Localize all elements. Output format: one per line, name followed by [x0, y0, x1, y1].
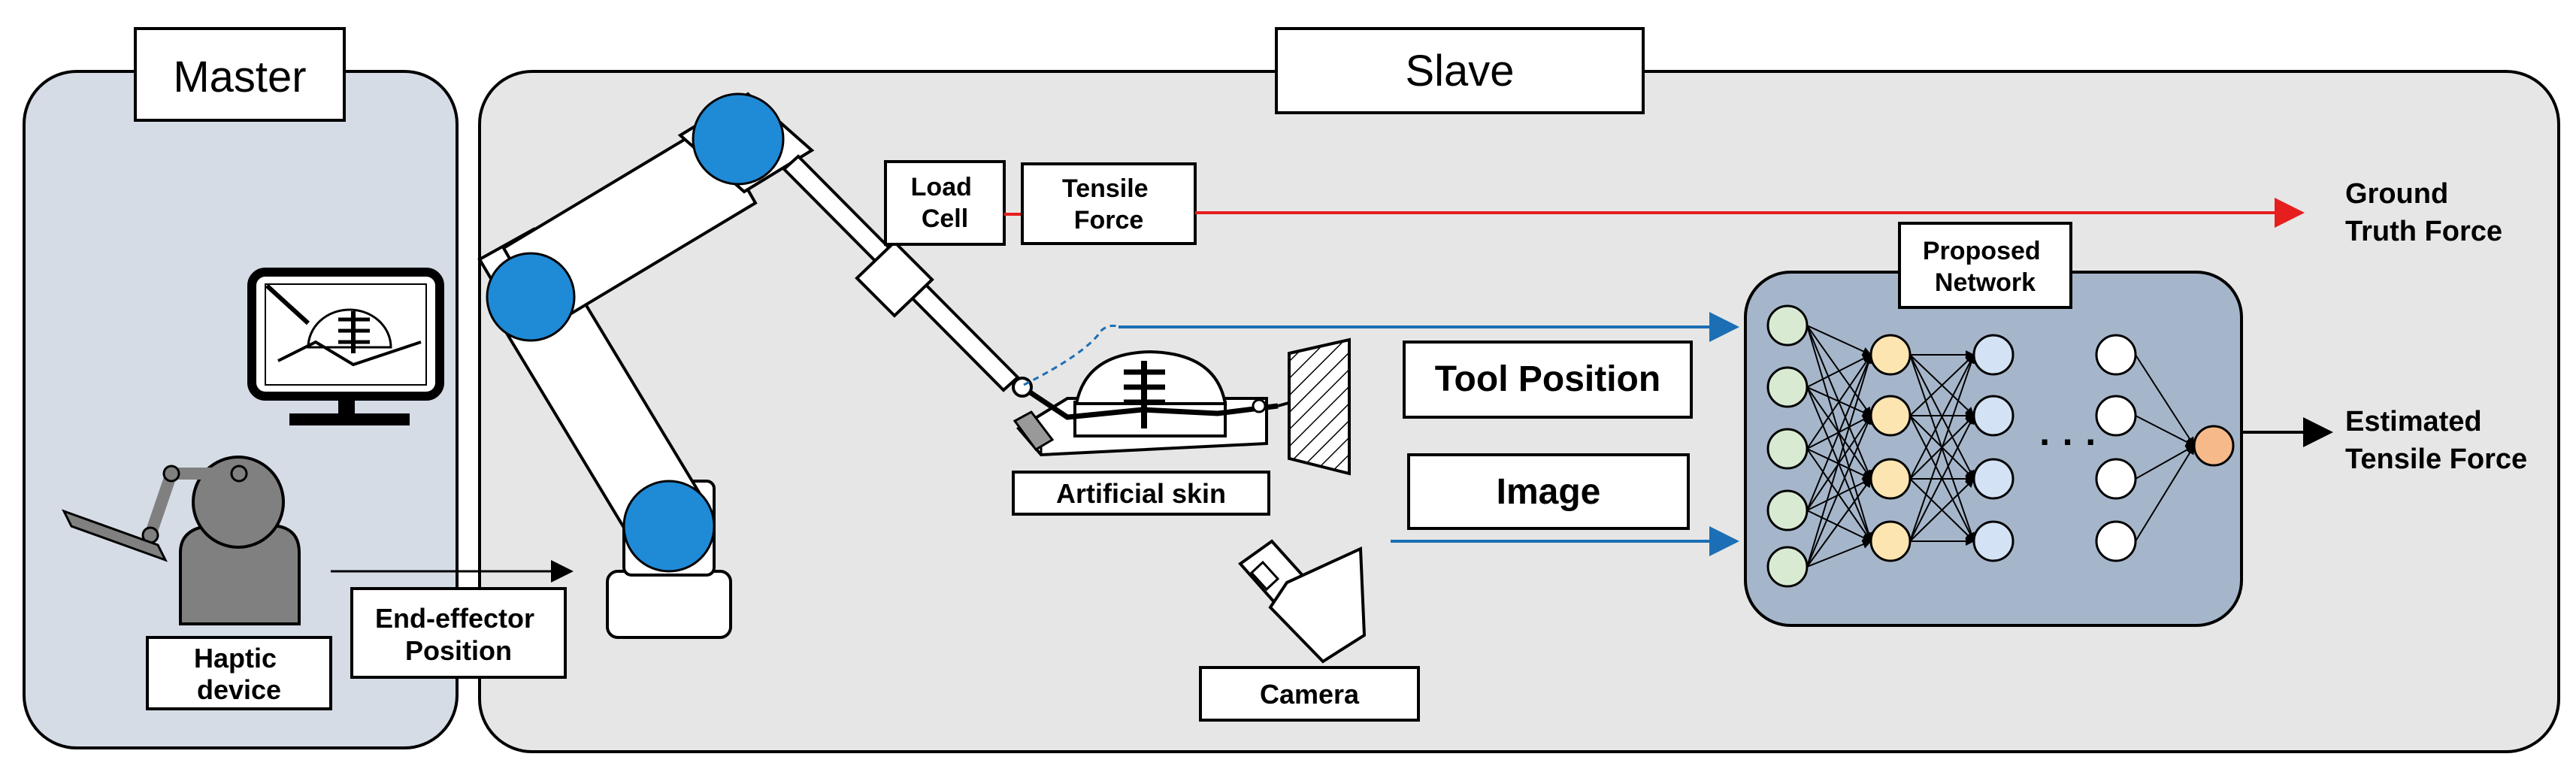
- network-title-box: [1898, 222, 2072, 309]
- load-cell-box: [884, 160, 1006, 246]
- end-effector-label-box: [350, 587, 567, 679]
- network-edge-2: [1909, 415, 1975, 542]
- network-panel: [1744, 271, 2243, 627]
- network-node-l0-3: [1766, 489, 1809, 531]
- image-label: Image: [1497, 472, 1601, 512]
- network-node-l4-0: [2193, 425, 2235, 467]
- network-node-l1-0: [1869, 334, 1912, 376]
- robot-arm: [477, 92, 1020, 639]
- tool-position-box: [1403, 341, 1693, 419]
- network-edge-3: [2135, 445, 2195, 480]
- network-node-l2-3: [1972, 520, 2014, 562]
- network-edge-3: [2135, 415, 2195, 447]
- network-edge-1: [1806, 354, 1872, 450]
- slave-title-box: [1275, 27, 1645, 114]
- joint-base-circle: [622, 480, 716, 573]
- network-edge-2: [1909, 354, 1976, 542]
- artificial-skin-label-box: [1012, 471, 1270, 516]
- network-node-l3-0: [2095, 334, 2137, 376]
- ground-truth-force-label: Ground Truth Force: [2345, 178, 2502, 247]
- network-edge-1: [1806, 478, 1872, 568]
- network-edge-2: [1909, 354, 1975, 480]
- network-edge-1: [1806, 354, 1873, 568]
- tool-position-label: Tool Position: [1435, 359, 1660, 399]
- joint-top-circle: [692, 92, 785, 186]
- network-node-l1-1: [1869, 395, 1912, 437]
- end-effector-label: End-effector Position: [375, 603, 542, 666]
- network-node-l0-1: [1766, 366, 1809, 408]
- network-ellipsis: · · ·: [2039, 421, 2098, 463]
- network-node-l3-3: [2095, 520, 2137, 562]
- image-box: [1407, 453, 1690, 530]
- network-edge-1: [1806, 478, 1872, 511]
- haptic-device-label: Haptic device: [194, 643, 284, 705]
- network-edge-3: [2135, 445, 2195, 542]
- network-edge-1: [1806, 415, 1872, 568]
- haptic-device-label-box: [146, 636, 332, 710]
- network-edge-2: [1909, 354, 1975, 416]
- tensile-force-label: Tensile Force: [1062, 174, 1155, 235]
- camera-icon: [1238, 539, 1367, 664]
- network-edge-1: [1806, 354, 1872, 511]
- network-edge-2: [1909, 478, 1975, 542]
- network-nodes: [1766, 304, 2235, 588]
- tensile-force-box: [1021, 162, 1197, 245]
- network-edges: [1806, 325, 2195, 568]
- network-node-l2-1: [1972, 395, 2014, 437]
- camera-label: Camera: [1260, 679, 1360, 710]
- network-node-l3-1: [2095, 395, 2137, 437]
- master-title-box: [134, 27, 346, 122]
- network-node-l2-0: [1972, 334, 2014, 376]
- network-node-l1-3: [1869, 520, 1912, 562]
- network-title: Proposed Network: [1923, 237, 2048, 297]
- network-node-l0-0: [1766, 304, 1809, 347]
- master-title: Master: [173, 53, 306, 101]
- haptic-device-icon: [61, 456, 301, 625]
- slave-title: Slave: [1405, 47, 1514, 95]
- network-edge-1: [1806, 325, 1872, 356]
- network-node-l3-2: [2095, 458, 2137, 500]
- network-node-l0-4: [1766, 546, 1809, 588]
- estimated-tensile-force-label: Estimated Tensile Force: [2345, 406, 2527, 475]
- joint-mid-circle: [486, 252, 576, 342]
- network-edge-1: [1806, 540, 1872, 568]
- load-cell-label: Load Cell: [911, 173, 979, 233]
- network-edge-1: [1806, 354, 1872, 388]
- network-edge-3: [2135, 354, 2195, 447]
- artificial-skin-apparatus: [1012, 324, 1351, 476]
- network-node-l2-2: [1972, 458, 2014, 500]
- network-edge-1: [1806, 510, 1872, 542]
- camera-label-box: [1199, 666, 1420, 722]
- network-node-l0-2: [1766, 428, 1809, 470]
- network-node-l1-2: [1869, 458, 1912, 500]
- artificial-skin-label: Artificial skin: [1056, 478, 1226, 509]
- monitor-icon: [247, 268, 444, 425]
